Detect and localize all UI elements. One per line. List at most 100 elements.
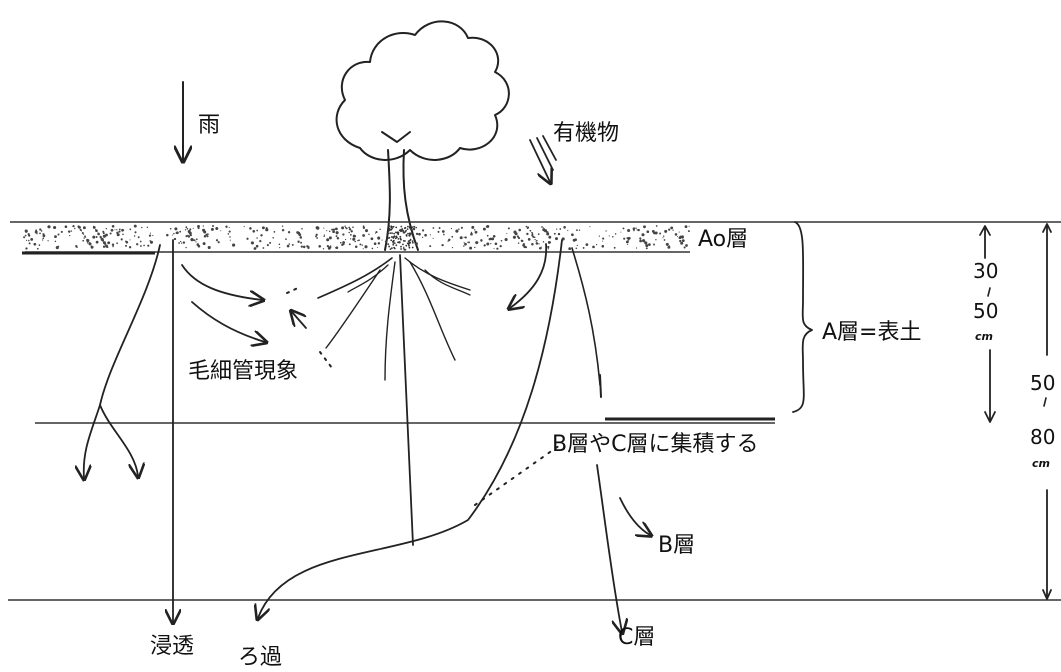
- ao-speckle: [225, 225, 228, 228]
- ao-speckle: [326, 244, 330, 248]
- ao-speckle: [395, 231, 397, 234]
- ao-speckle: [328, 246, 332, 249]
- ao-speckle: [639, 237, 642, 240]
- ao-speckle: [529, 229, 532, 232]
- ao-speckle: [411, 240, 414, 243]
- ao-speckle: [685, 244, 688, 247]
- ao-speckle: [391, 232, 393, 235]
- ao-speckle: [107, 241, 111, 245]
- ao-speckle: [392, 237, 395, 239]
- ao-speckle: [101, 239, 105, 242]
- ao-speckle: [85, 236, 87, 238]
- ao-speckle: [491, 237, 495, 241]
- total-depth-scale: [1042, 223, 1052, 600]
- ao-speckle: [260, 234, 263, 237]
- ao-speckle: [463, 245, 465, 247]
- ao-speckle: [149, 240, 154, 244]
- filtration-label: ろ過: [238, 645, 282, 668]
- ao-speckle: [354, 245, 358, 249]
- ao-speckle: [326, 230, 328, 232]
- ao-speckle: [148, 234, 152, 237]
- ao-speckle: [328, 236, 332, 240]
- ao-speckle: [463, 236, 465, 238]
- ao-speckle: [518, 228, 521, 232]
- ao-speckle: [139, 240, 142, 243]
- ao-speckle: [623, 237, 626, 240]
- ao-speckle: [357, 239, 359, 242]
- ao-speckle: [392, 225, 395, 228]
- ao-speckle: [620, 231, 622, 233]
- a-layer-topsoil-label: A層=表土: [822, 320, 921, 345]
- ao-speckle: [400, 225, 403, 228]
- ao-speckle: [348, 243, 351, 246]
- ao-speckle: [485, 225, 488, 228]
- ao-speckle: [474, 246, 476, 249]
- ao-speckle: [395, 235, 398, 238]
- ao-speckle: [680, 235, 684, 239]
- ao-speckle: [133, 224, 137, 228]
- ao-speckle: [128, 246, 132, 249]
- ao-speckle: [492, 235, 496, 238]
- ao-speckle: [540, 247, 542, 250]
- a-layer-brace: [792, 221, 813, 413]
- ao-speckle: [114, 229, 116, 231]
- ao-speckle: [678, 231, 680, 233]
- ao-speckle: [323, 227, 325, 229]
- ao-speckle: [42, 237, 45, 240]
- ao-speckle: [557, 232, 561, 236]
- ao-speckle: [374, 232, 376, 234]
- ao-speckle: [646, 230, 650, 234]
- ao-speckle: [664, 229, 668, 233]
- ao-speckle: [676, 236, 678, 238]
- ao-speckle: [281, 225, 284, 227]
- ao-speckle: [273, 231, 276, 233]
- drip-tick: [599, 374, 602, 398]
- capillary-arrow-3: [292, 312, 307, 329]
- a-depth-top-value: 30: [973, 259, 998, 283]
- ao-speckle: [261, 226, 265, 230]
- ao-speckle: [335, 231, 339, 235]
- ao-speckle: [139, 245, 142, 247]
- ao-speckle: [486, 234, 489, 237]
- ao-speckle: [408, 234, 411, 237]
- ao-speckle: [429, 245, 432, 248]
- ao-speckle: [377, 236, 381, 240]
- branch-stream-left: [84, 244, 161, 478]
- ao-speckle: [411, 226, 413, 229]
- ao-speckle: [88, 242, 92, 246]
- ao-speckle: [302, 245, 306, 249]
- total-depth-top-value: 50: [1030, 371, 1055, 395]
- ao-speckle: [375, 231, 378, 234]
- ao-speckle: [316, 237, 319, 239]
- ao-speckle: [129, 239, 131, 241]
- ao-speckle: [627, 236, 631, 240]
- ao-speckle: [229, 236, 231, 238]
- ao-speckle: [34, 230, 38, 234]
- ao-speckle: [474, 230, 478, 234]
- ao-speckle: [450, 227, 453, 230]
- ao-speckle: [185, 246, 187, 249]
- ao-speckle: [41, 239, 44, 241]
- ao-speckle: [197, 244, 201, 248]
- ao-speckle: [344, 225, 346, 227]
- ao-speckle: [397, 233, 400, 236]
- ao-speckle: [405, 244, 408, 247]
- ao-speckle: [470, 231, 473, 234]
- ao-speckle: [336, 237, 340, 240]
- ao-speckle: [166, 233, 169, 237]
- ao-speckle: [143, 244, 145, 247]
- ao-speckle: [190, 238, 194, 242]
- ao-speckle: [400, 230, 402, 233]
- ao-layer-texture: [23, 224, 690, 251]
- ao-speckle: [608, 235, 610, 237]
- ao-speckle: [680, 241, 684, 245]
- ao-speckle: [674, 233, 678, 236]
- ao-speckle: [393, 232, 395, 235]
- ao-speckle: [578, 229, 581, 231]
- ao-speckle: [688, 225, 690, 227]
- ao-speckle: [323, 234, 326, 236]
- ao-speckle: [111, 243, 115, 247]
- ao-speckle: [36, 247, 39, 250]
- ao-speckle: [40, 230, 43, 232]
